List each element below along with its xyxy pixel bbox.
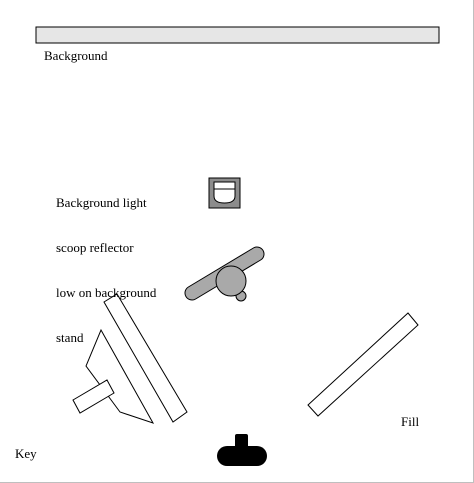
note-line: stand [56,330,84,345]
fill-reflector-panel-icon [307,312,419,417]
note-line: scoop reflector [56,240,134,255]
camera-icon [217,434,267,466]
note-line: low on background [56,285,157,300]
background-light-note: Background light scoop reflector low on … [56,165,156,360]
note-line: Background light [56,195,147,210]
fill-label: Fill [401,414,420,429]
person-top-view-icon [184,246,265,302]
scoop-reflector-icon [208,177,241,209]
background-label: Background [44,48,108,63]
key-label: Key [15,446,37,461]
softbox-key-light-icon [72,293,188,424]
background-backdrop [35,26,440,44]
